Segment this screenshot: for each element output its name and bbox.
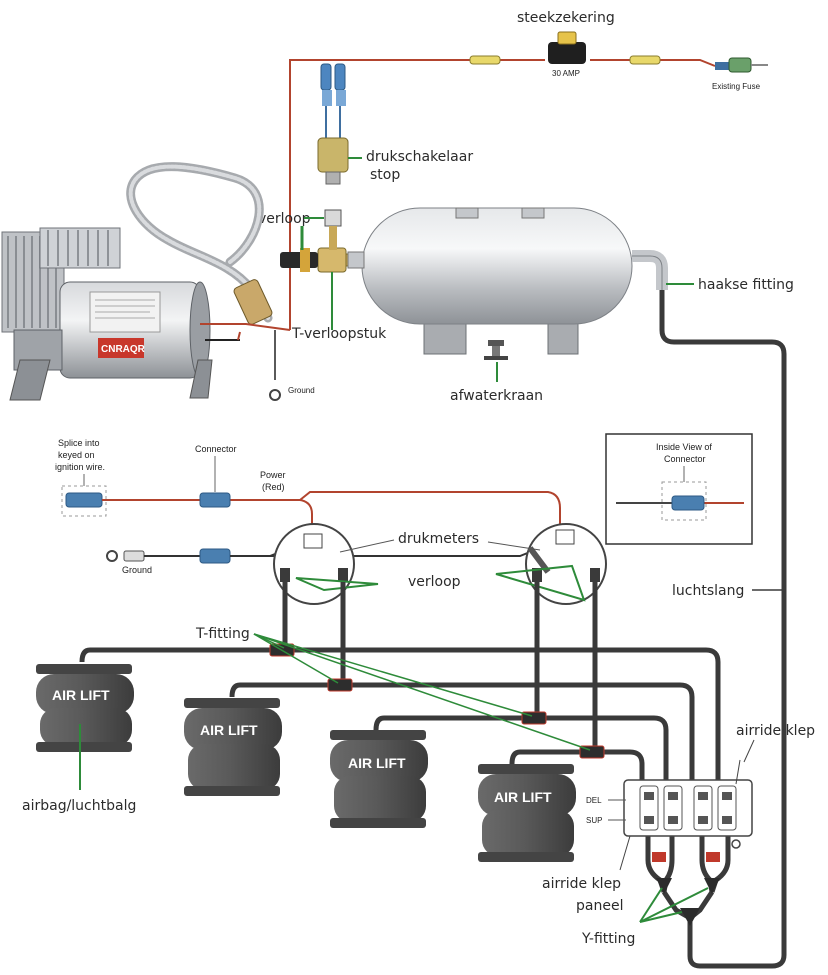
ground-top-label: Ground <box>288 386 315 395</box>
verloop-top-label: verloop <box>258 211 311 227</box>
y-fitting-icon <box>656 878 672 894</box>
compressor-icon: CNRAQR Ground <box>1 162 315 401</box>
air-tank-icon: afwaterkraan haakse fitting <box>347 207 794 404</box>
existing-fuse-label: Existing Fuse <box>712 82 761 91</box>
bag-hoses <box>79 582 731 921</box>
blade-fuse-icon <box>548 31 586 64</box>
drain-valve-icon <box>484 340 508 360</box>
airride-klep-label: airride klep <box>736 723 815 739</box>
hose-fitting-icon <box>706 852 720 862</box>
connector-inset: Inside View of Connector <box>605 433 753 545</box>
del-label: DEL <box>586 796 602 805</box>
check-valve-icon <box>280 252 318 268</box>
t-fitting-icon <box>327 678 353 692</box>
valve-panel: DEL SUP airride klep airride klep paneel <box>542 723 815 914</box>
airbag-label: airbag/luchtbalg <box>22 798 136 814</box>
drukmeters-label: drukmeters <box>398 531 479 547</box>
airride-klep-paneel-label-1: airride klep <box>542 876 621 892</box>
sup-label: SUP <box>586 816 602 825</box>
panel-ground-icon <box>731 839 741 849</box>
power-label-1: Power <box>260 470 286 480</box>
connector-label: Connector <box>195 444 237 454</box>
afwaterkraan-label: afwaterkraan <box>450 388 543 404</box>
pressure-switch-icon <box>317 137 349 173</box>
spade-connector-icon <box>320 63 332 91</box>
t-fittings: T-fitting <box>195 626 605 759</box>
y-fittings: Y-fitting <box>581 852 720 947</box>
air-lift-label: AIR LIFT <box>494 789 552 805</box>
ground-terminal-icon <box>269 389 281 401</box>
ground-ring-icon <box>106 550 118 562</box>
ground-mid-label: Ground <box>122 565 152 575</box>
splice-label-1: Splice into <box>58 438 100 448</box>
spade-connector-icon <box>334 63 346 91</box>
airbag-2: AIR LIFT <box>184 698 282 796</box>
inside-view-label-1: Inside View of <box>656 442 712 452</box>
main-air-hose <box>659 290 787 969</box>
verloop-mid-label: verloop <box>408 574 461 590</box>
airbag-1: AIR LIFT airbag/luchtbalg <box>22 664 136 814</box>
t-verloopstuk-label: T-verloopstuk <box>291 326 387 342</box>
haakse-fitting-label: haakse fitting <box>698 277 794 293</box>
drukschakelaar-label: drukschakelaar <box>366 149 473 165</box>
connector-icon <box>199 492 231 508</box>
t-fitting-brass-icon <box>317 247 347 273</box>
fuse-rating-label: 30 AMP <box>552 69 580 78</box>
pressure-gauges: drukmeters verloop <box>273 523 607 605</box>
butt-connector-icon <box>629 55 661 65</box>
compressor-brand-label: CNRAQR <box>101 344 146 355</box>
adapter-fitting-icon <box>324 209 342 227</box>
splice-label-2: keyed on <box>58 450 95 460</box>
fuse-wiring: 30 AMP Existing Fuse steekzekering <box>289 10 768 330</box>
pressure-switch: drukschakelaar stop <box>317 63 473 185</box>
splice-label-3: ignition wire. <box>55 462 105 472</box>
y-fitting-icon <box>680 908 700 926</box>
t-fitting-label: T-fitting <box>195 626 250 642</box>
steekzekering-label: steekzekering <box>517 10 615 26</box>
drukschakelaar-stop-label: stop <box>370 167 400 183</box>
y-fitting-label: Y-fitting <box>581 931 635 947</box>
connector-inside-icon <box>671 495 705 511</box>
power-label-2: (Red) <box>262 482 285 492</box>
gauge-left-icon <box>273 523 355 605</box>
y-fitting-icon <box>704 878 720 894</box>
airride-klep-paneel-label-2: paneel <box>576 898 623 914</box>
air-lift-label: AIR LIFT <box>200 722 258 738</box>
hose-fitting-icon <box>652 852 666 862</box>
splice-connector-icon <box>65 492 103 508</box>
butt-connector-icon <box>469 55 501 65</box>
existing-fuse-tap-icon <box>715 57 768 73</box>
air-lift-label: AIR LIFT <box>348 755 406 771</box>
gauge-right-icon <box>525 523 607 605</box>
airbag-4: AIR LIFT <box>478 764 576 862</box>
luchtslang-label: luchtslang <box>672 583 744 599</box>
inside-view-label-2: Connector <box>664 454 706 464</box>
air-lift-label: AIR LIFT <box>52 687 110 703</box>
ground-connector-icon <box>199 548 231 564</box>
airbag-3: AIR LIFT <box>330 730 428 828</box>
